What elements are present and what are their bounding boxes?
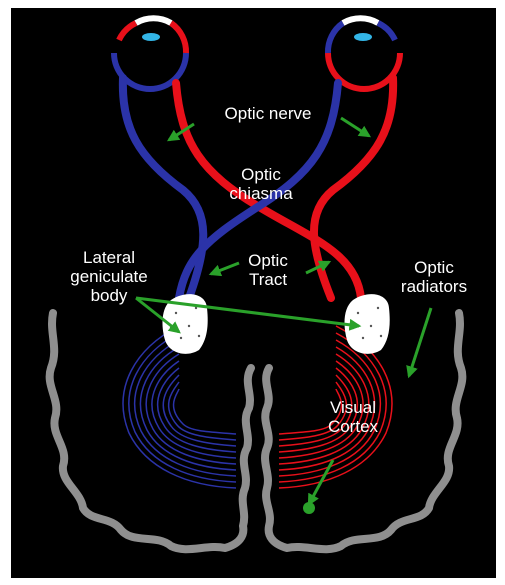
cortex-outline	[50, 313, 463, 549]
label-optic-nerve: Optic nerve	[203, 104, 333, 123]
arrow-optic-nerve-right	[341, 118, 369, 136]
arrow-optic-radiators	[409, 308, 431, 376]
label-optic-radiators: Optic radiators	[389, 258, 479, 296]
visual-pathway-diagram: Optic nerve Optic chiasma Optic Tract La…	[11, 8, 496, 578]
label-lateral-geniculate-body: Lateral geniculate body	[59, 248, 159, 305]
arrow-visual-cortex	[309, 460, 333, 504]
label-optic-tract: Optic Tract	[233, 251, 303, 289]
label-visual-cortex: Visual Cortex	[313, 398, 393, 436]
label-optic-chiasma: Optic chiasma	[216, 165, 306, 203]
